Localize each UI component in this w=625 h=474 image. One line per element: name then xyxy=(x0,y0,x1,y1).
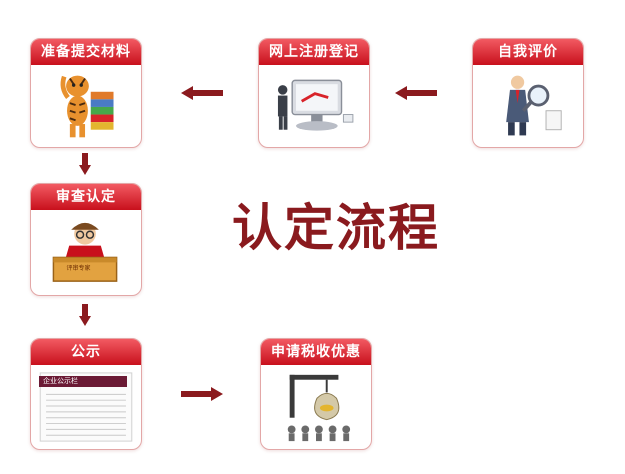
publication-list-icon: 企业公示栏 xyxy=(31,369,141,445)
computer-registration-icon xyxy=(259,69,369,143)
reviewer-at-desk-icon: 评审专家 xyxy=(31,214,141,291)
arrow-down-icon xyxy=(79,153,91,175)
arrow-down-icon xyxy=(79,304,91,326)
diagram-title: 认定流程 xyxy=(232,199,440,257)
arrow-left-icon xyxy=(181,85,223,101)
step-label: 公示 xyxy=(31,339,141,365)
step-card-public-announcement: 公示 企业公示栏 xyxy=(30,338,142,450)
step-card-tax-incentive: 申请税收优惠 xyxy=(260,338,372,450)
step-card-review-certification: 审查认定 评审专家 xyxy=(30,183,142,296)
arrow-left-icon xyxy=(395,85,437,101)
tiger-with-books-icon xyxy=(31,69,141,143)
magnifying-glass-businessman-icon xyxy=(473,69,583,143)
step-label: 申请税收优惠 xyxy=(261,339,371,365)
step-label: 网上注册登记 xyxy=(259,39,369,65)
arrow-right-icon xyxy=(181,386,223,402)
step-label: 自我评价 xyxy=(473,39,583,65)
step-card-self-evaluation: 自我评价 xyxy=(472,38,584,148)
step-label: 准备提交材料 xyxy=(31,39,141,65)
step-label: 审查认定 xyxy=(31,184,141,210)
money-bag-crane-icon xyxy=(261,369,371,445)
step-card-online-registration: 网上注册登记 xyxy=(258,38,370,148)
list-header-label: 企业公示栏 xyxy=(39,376,127,387)
desk-sign-label: 评审专家 xyxy=(66,265,91,272)
step-card-prepare-materials: 准备提交材料 xyxy=(30,38,142,148)
